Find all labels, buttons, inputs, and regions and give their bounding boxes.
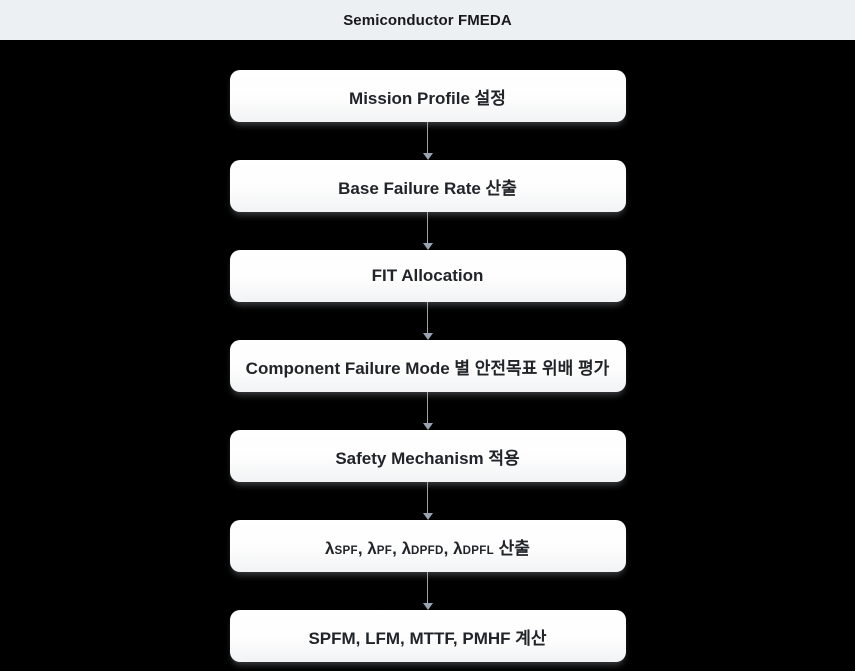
arrow-down-icon <box>422 153 433 160</box>
flow-box-fit-allocation: FIT Allocation <box>229 250 626 302</box>
lambda-symbol: , λ <box>443 538 463 558</box>
arrow-down-icon <box>422 513 433 520</box>
page-title: Semiconductor FMEDA <box>343 11 512 29</box>
flow-box-base-failure-rate: Base Failure Rate 산출 <box>229 160 626 212</box>
arrow-line <box>426 122 429 154</box>
flow-box-label: Base Failure Rate 산출 <box>338 178 517 198</box>
flow-arrow <box>230 482 626 520</box>
fmeda-flowchart: Mission Profile 설정 Base Failure Rate 산출 … <box>229 40 626 662</box>
lambda-symbol: , λ <box>357 538 377 558</box>
lambda-symbol: , λ <box>392 538 412 558</box>
flow-box-label: Component Failure Mode 별 안전목표 위배 평가 <box>245 358 610 378</box>
flow-box-mission-profile: Mission Profile 설정 <box>229 70 626 122</box>
arrow-down-icon <box>422 243 433 250</box>
title-bar: Semiconductor FMEDA <box>0 0 855 40</box>
label-suffix: 산출 <box>493 538 530 558</box>
flow-box-label: Safety Mechanism 적용 <box>335 448 520 468</box>
flow-box-safety-mechanism: Safety Mechanism 적용 <box>229 430 626 482</box>
flow-arrow <box>230 302 626 340</box>
flow-box-label: λSPF, λPF, λDPFD, λDPFL 산출 <box>325 534 530 559</box>
arrow-down-icon <box>422 423 433 430</box>
flow-box-label: Mission Profile 설정 <box>349 88 506 108</box>
arrow-line <box>426 212 429 244</box>
flow-box-metrics-calculation: SPFM, LFM, MTTF, PMHF 계산 <box>229 610 626 662</box>
lambda-symbol: λ <box>325 538 335 558</box>
flow-box-lambda-calculation: λSPF, λPF, λDPFD, λDPFL 산출 <box>229 520 626 572</box>
flow-arrow <box>230 392 626 430</box>
flow-box-label: SPFM, LFM, MTTF, PMHF 계산 <box>308 628 547 648</box>
flow-box-label: FIT Allocation <box>371 266 484 285</box>
flow-arrow <box>230 572 626 610</box>
arrow-line <box>426 392 429 424</box>
flow-arrow <box>230 122 626 160</box>
arrow-line <box>426 302 429 334</box>
lambda-subscript-dpfd: DPFD <box>411 544 444 557</box>
flow-box-failure-mode-evaluation: Component Failure Mode 별 안전목표 위배 평가 <box>229 340 626 392</box>
arrow-down-icon <box>422 333 433 340</box>
arrow-line <box>426 572 429 604</box>
arrow-line <box>426 482 429 514</box>
lambda-subscript-dpfl: DPFL <box>462 544 494 557</box>
lambda-subscript-spf: SPF <box>334 544 358 557</box>
arrow-down-icon <box>422 603 433 610</box>
lambda-subscript-pf: PF <box>376 544 393 557</box>
flow-arrow <box>230 212 626 250</box>
